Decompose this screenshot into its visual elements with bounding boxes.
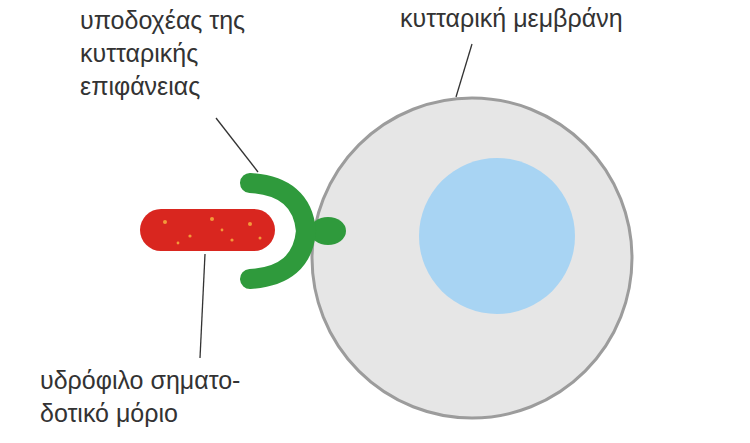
callout-label: κυτταρική μεμβράνη — [400, 2, 745, 35]
signal-molecule — [140, 209, 275, 251]
callout-label: υποδοχέας της κυτταρικής επιφάνειας — [80, 4, 315, 103]
callout-label: υδρόφιλο σηματο- δοτικό μόριο — [40, 364, 305, 430]
leader-lines — [200, 44, 472, 358]
molecule-speckles — [163, 217, 262, 244]
cell-body — [312, 98, 632, 418]
nucleus — [419, 158, 575, 314]
